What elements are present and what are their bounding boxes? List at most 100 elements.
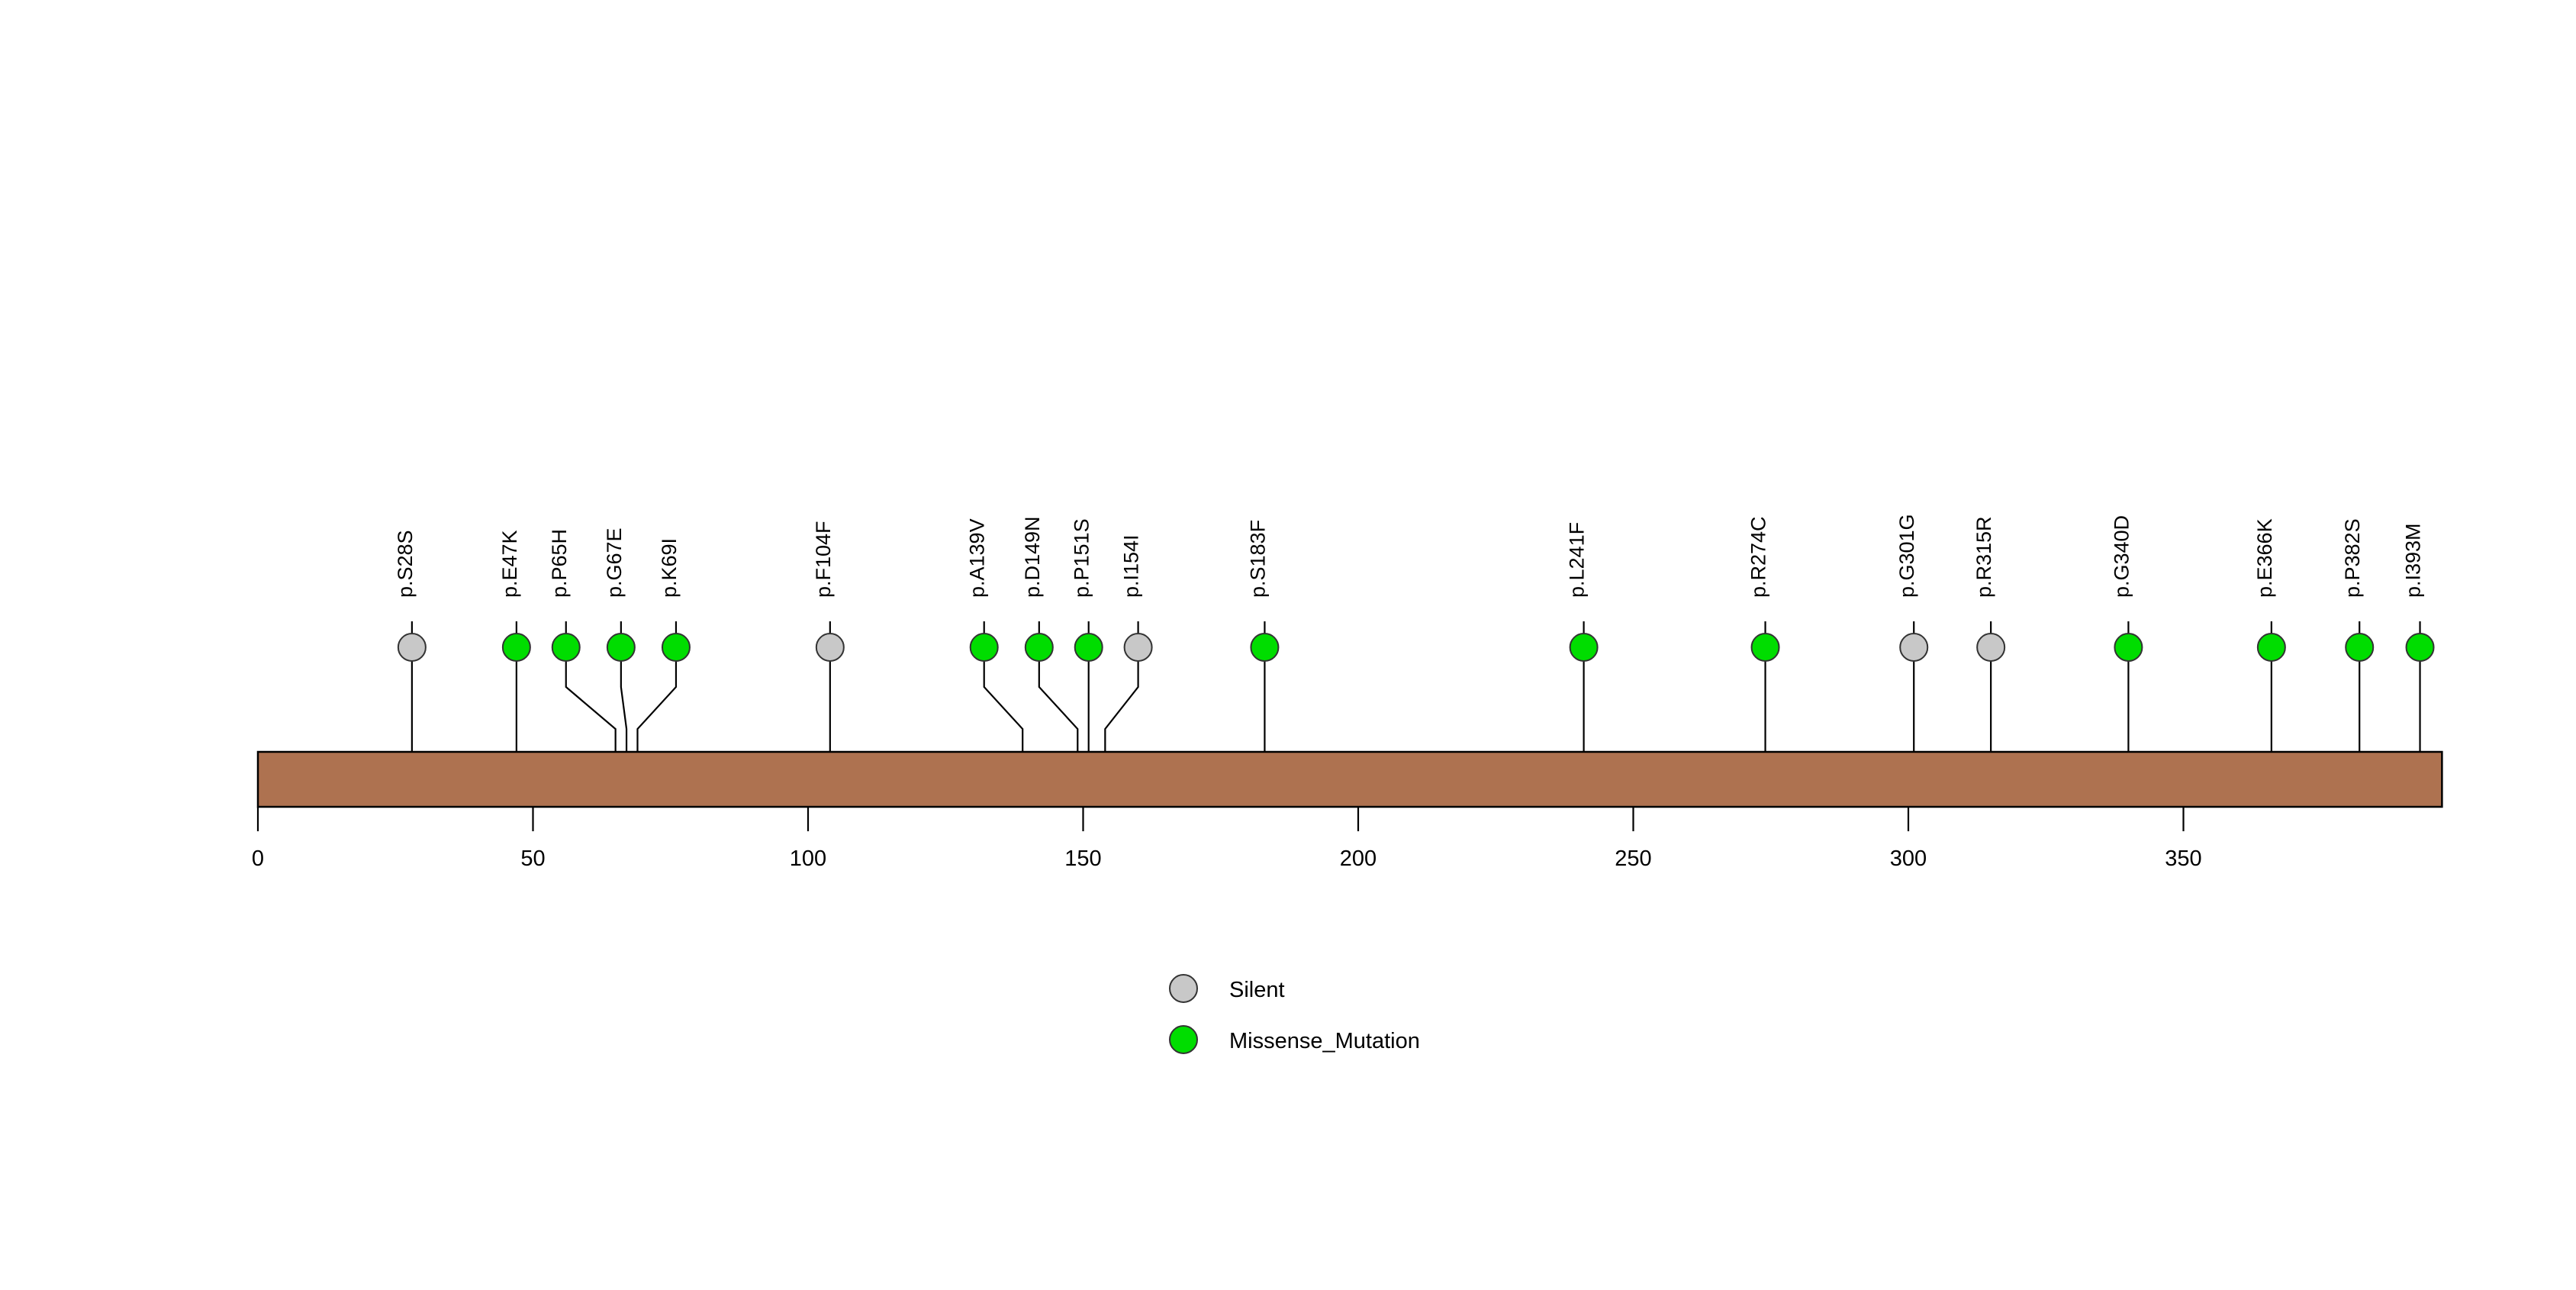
lollipop-marker-pP65H[interactable] (551, 633, 581, 662)
lollipop-label-pE47K: p.E47K (498, 530, 521, 598)
lollipop-labels-layer: p.S28S p.E47K p.P65H p.G67E p.K69I p.F104F p.A… (394, 514, 2425, 598)
x-axis-tick-label: 200 (1340, 847, 1377, 871)
lollipop-marker-pL241F[interactable] (1569, 633, 1599, 662)
lollipop-marker-pR274C[interactable] (1750, 633, 1780, 662)
mutation-label: p.L241F (1566, 522, 1589, 598)
mutation-label: p.I154I (1120, 534, 1143, 598)
lollipop-circle[interactable] (397, 633, 427, 662)
lollipop-marker-pP382S[interactable] (2345, 633, 2375, 662)
lollipop-marker-pA139V[interactable] (969, 633, 999, 662)
mutation-label: p.P382S (2341, 518, 2364, 598)
lollipop-circle[interactable] (2345, 633, 2375, 662)
lollipop-circle[interactable] (661, 633, 691, 662)
lollipop-circle[interactable] (1899, 633, 1929, 662)
lollipop-marker-pG67E[interactable] (606, 633, 636, 662)
lollipop-marker-pK69I[interactable] (661, 633, 691, 662)
mutation-label: p.F104F (812, 521, 835, 598)
lollipop-label-pP151S: p.P151S (1071, 518, 1093, 598)
lollipop-label-pF104F: p.F104F (812, 521, 835, 598)
lollipop-marker-pF104F[interactable] (815, 633, 845, 662)
protein-backbone (256, 750, 2443, 808)
lollipop-label-pL241F: p.L241F (1566, 522, 1589, 598)
lollipop-marker-pG340D[interactable] (2114, 633, 2143, 662)
mutation-label: p.I393M (2402, 523, 2425, 598)
mutation-label: p.G301G (1895, 514, 1918, 598)
mutation-label: p.G67E (603, 527, 626, 598)
x-axis-tick-0: 0 (252, 807, 264, 871)
lollipop-circle[interactable] (1074, 633, 1103, 662)
lollipop-label-pG67E: p.G67E (603, 527, 626, 598)
x-axis-tick-300: 300 (1890, 807, 1927, 871)
lollipop-label-pA139V: p.A139V (966, 518, 989, 598)
x-axis-tick-100: 100 (790, 807, 826, 871)
x-axis-tick-250: 250 (1615, 807, 1652, 871)
lollipop-label-pI393M: p.I393M (2402, 523, 2425, 598)
lollipop-circle[interactable] (551, 633, 581, 662)
x-axis-tick-50: 50 (520, 807, 546, 871)
lollipop-circle[interactable] (1250, 633, 1280, 662)
lollipop-marker-pS28S[interactable] (397, 633, 427, 662)
legend-item-missense_mutation[interactable]: Missense_Mutation (1169, 1025, 1420, 1054)
lollipop-label-pE366K: p.E366K (2253, 518, 2276, 598)
x-axis-layer: 0 50 100 150 200 250 300 350 (252, 807, 2202, 871)
legend-label: Missense_Mutation (1229, 1029, 1420, 1053)
lollipop-label-pI154I: p.I154I (1120, 534, 1143, 598)
x-axis-tick-200: 200 (1340, 807, 1377, 871)
lollipop-label-pR315R: p.R315R (1972, 516, 1995, 598)
x-axis-tick-label: 0 (252, 847, 264, 871)
lollipop-label-pG301G: p.G301G (1895, 514, 1918, 598)
mutation-label: p.S183F (1246, 520, 1269, 598)
lollipop-circle[interactable] (501, 633, 531, 662)
legend-item-silent[interactable]: Silent (1169, 974, 1285, 1003)
lollipop-circle[interactable] (1750, 633, 1780, 662)
lollipop-circle[interactable] (2405, 633, 2435, 662)
x-axis-tick-label: 250 (1615, 847, 1651, 871)
lollipop-marker-pE47K[interactable] (501, 633, 531, 662)
lollipop-label-pS28S: p.S28S (394, 530, 417, 598)
mutation-label: p.R274C (1747, 516, 1770, 598)
lollipop-circle[interactable] (1569, 633, 1599, 662)
lollipop-circle[interactable] (815, 633, 845, 662)
x-axis-tick-label: 350 (2165, 847, 2201, 871)
lollipop-label-pP382S: p.P382S (2341, 518, 2364, 598)
lollipop-marker-pR315R[interactable] (1976, 633, 2006, 662)
lollipop-circles-layer (397, 633, 2435, 662)
lollipop-circle[interactable] (969, 633, 999, 662)
lollipop-label-pS183F: p.S183F (1246, 520, 1269, 598)
lollipop-marker-pP151S[interactable] (1074, 633, 1103, 662)
mutation-label: p.A139V (966, 518, 989, 598)
mutation-label: p.R315R (1972, 516, 1995, 598)
lollipop-label-pP65H: p.P65H (548, 529, 571, 598)
x-axis-tick-label: 50 (520, 847, 545, 871)
lollipop-label-pR274C: p.R274C (1747, 516, 1770, 598)
lollipop-marker-pS183F[interactable] (1250, 633, 1280, 662)
lollipop-circle[interactable] (1123, 633, 1153, 662)
mutation-label: p.G340D (2110, 515, 2133, 598)
x-axis-tick-150: 150 (1064, 807, 1102, 871)
x-axis-tick-350: 350 (2165, 807, 2202, 871)
lollipop-marker-pG301G[interactable] (1899, 633, 1929, 662)
lollipop-marker-pI154I[interactable] (1123, 633, 1153, 662)
lollipop-circle[interactable] (1024, 633, 1054, 662)
x-axis-tick-label: 300 (1890, 847, 1927, 871)
lollipop-marker-pE366K[interactable] (2256, 633, 2286, 662)
x-axis-tick-label: 100 (790, 847, 826, 871)
lollipop-circle[interactable] (606, 633, 636, 662)
lollipop-circle[interactable] (1976, 633, 2006, 662)
lollipop-circle[interactable] (2256, 633, 2286, 662)
x-axis-tick-label: 150 (1064, 847, 1101, 871)
mutation-label: p.E47K (498, 530, 521, 598)
mutation-label: p.P151S (1071, 518, 1093, 598)
legend-label: Silent (1229, 978, 1285, 1002)
lollipop-label-pG340D: p.G340D (2110, 515, 2133, 598)
lollipop-circle[interactable] (2114, 633, 2143, 662)
mutation-label: p.P65H (548, 529, 571, 598)
lollipop-label-pK69I: p.K69I (658, 538, 681, 598)
lollipop-marker-pD149N[interactable] (1024, 633, 1054, 662)
mutation-label: p.E366K (2253, 518, 2276, 598)
lollipop-marker-pI393M[interactable] (2405, 633, 2435, 662)
legend-swatch (1169, 1025, 1198, 1054)
